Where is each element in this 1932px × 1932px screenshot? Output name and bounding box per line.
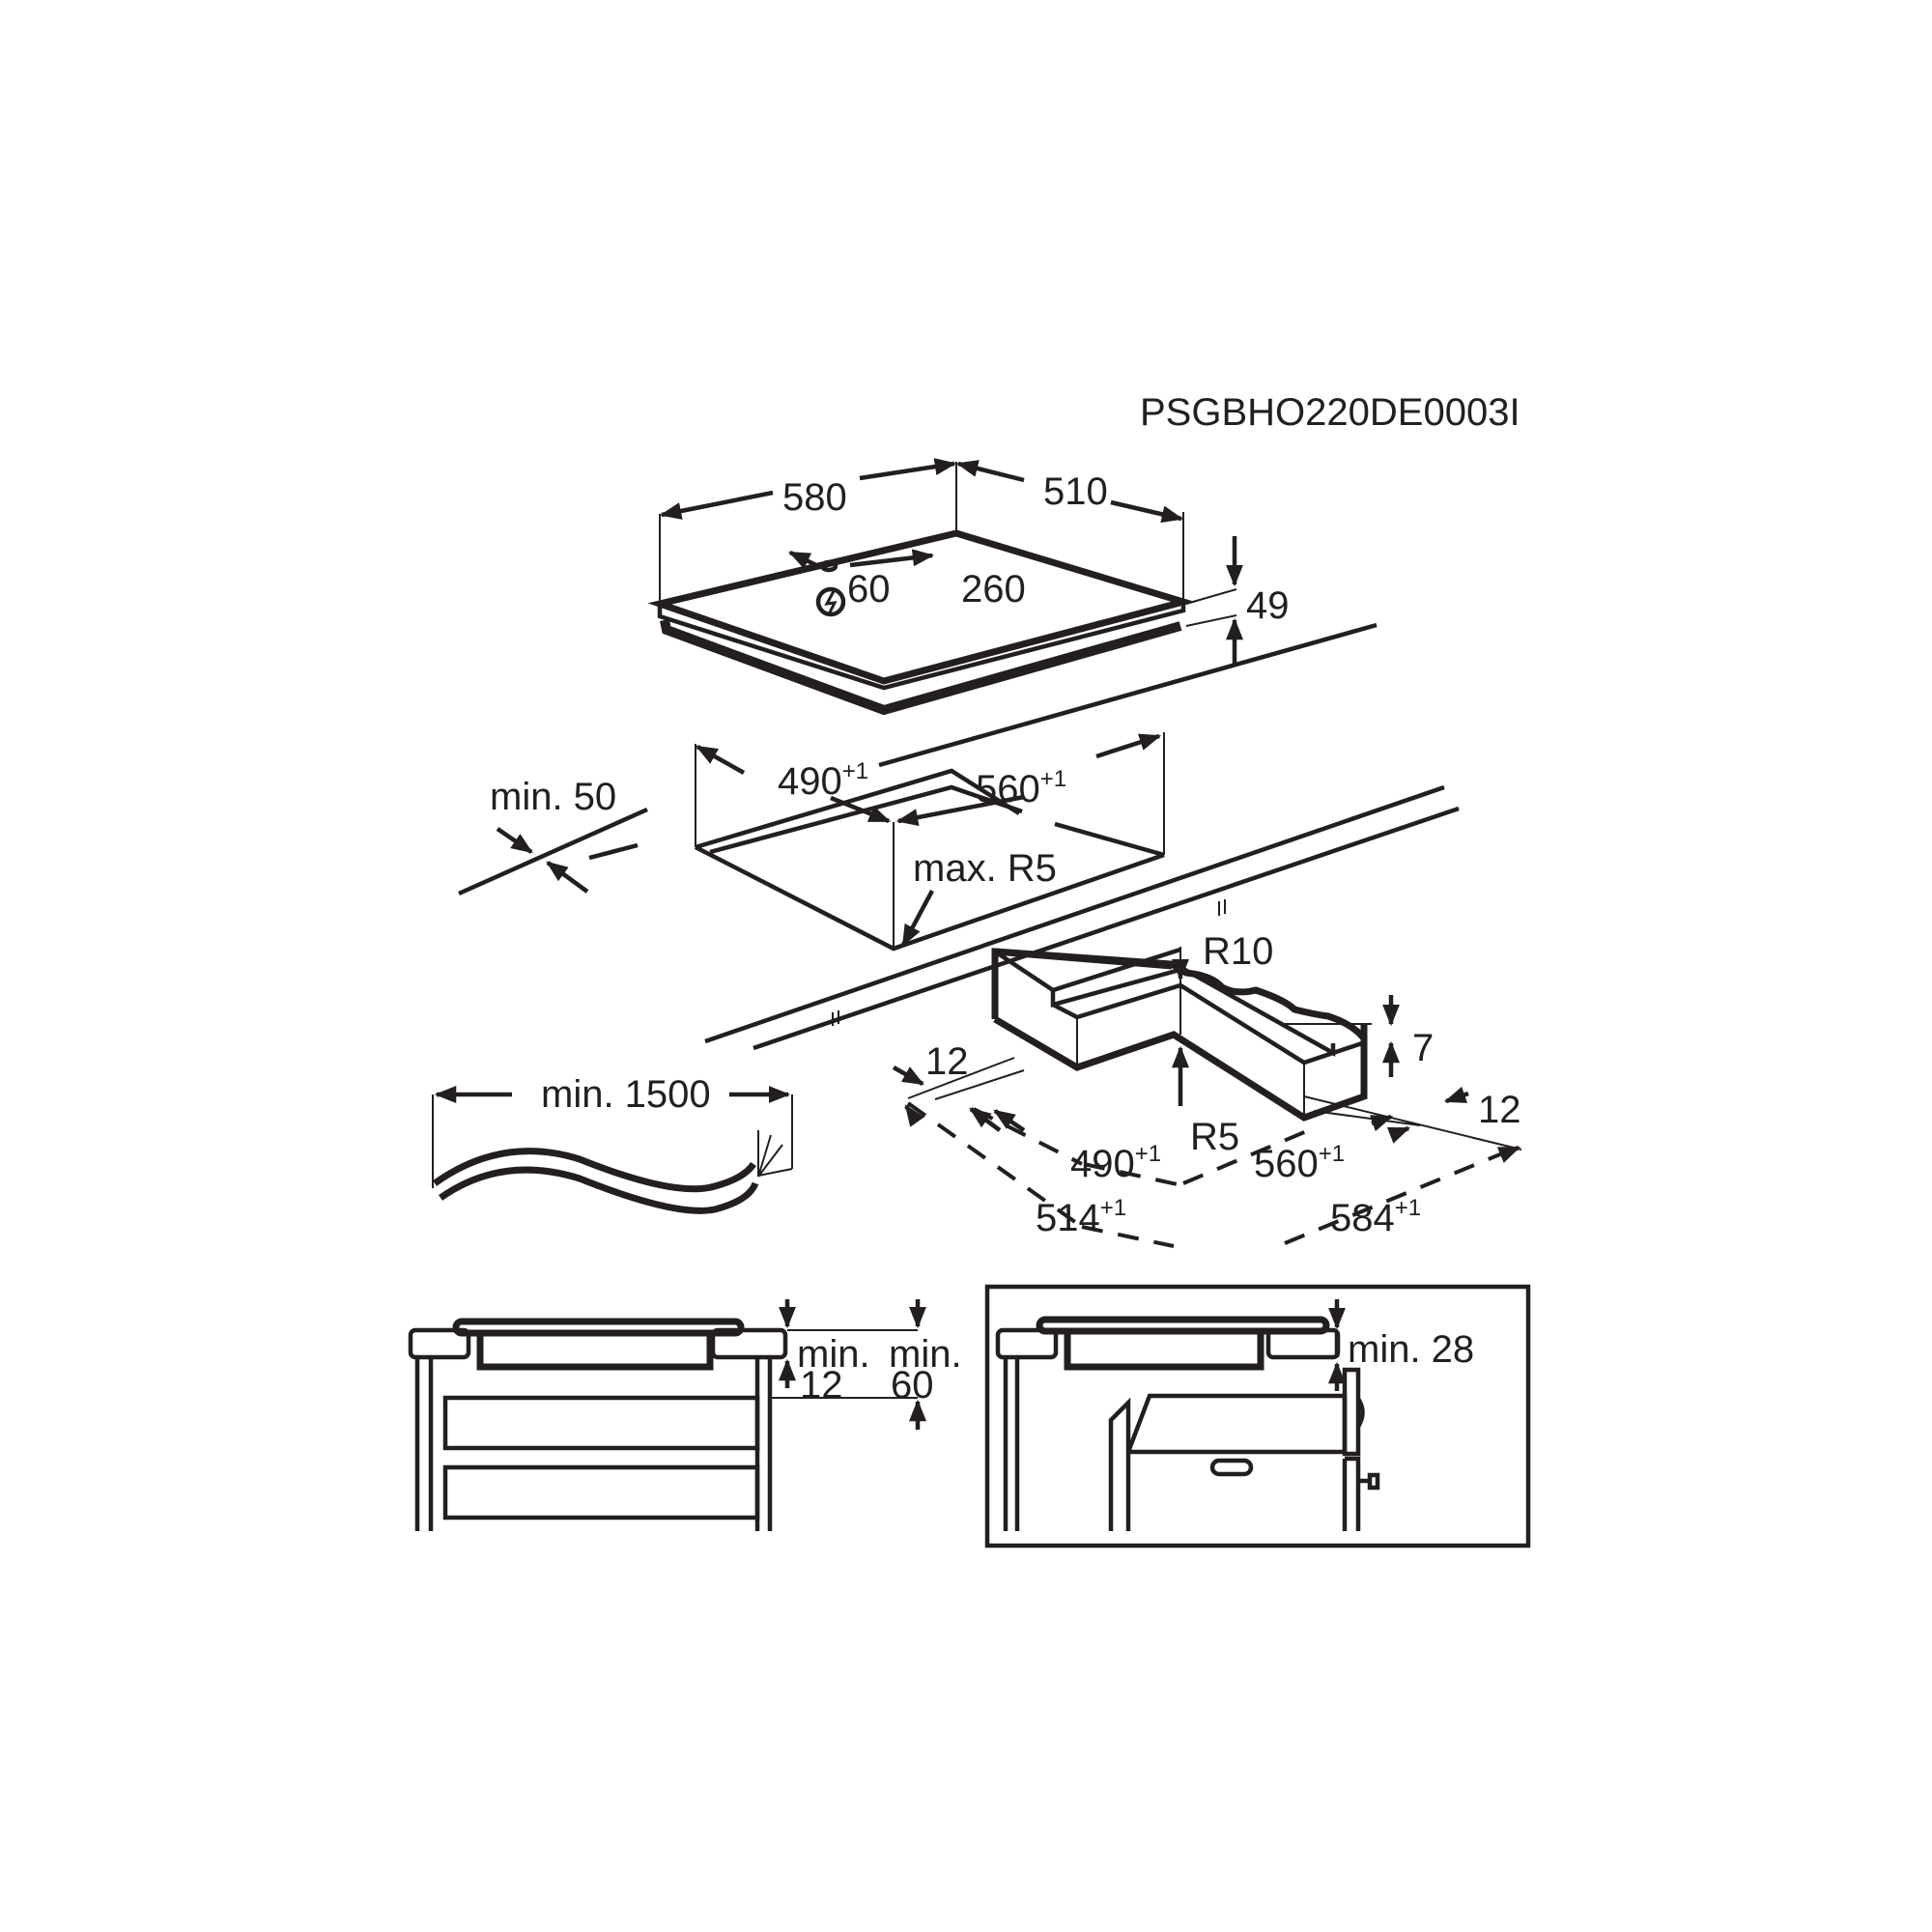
seal-right-margin-label: 12 <box>1478 1089 1521 1131</box>
seal-outer-radius-label: R10 <box>1203 930 1273 973</box>
seal-outer-depth-label: 514+1 <box>1036 1195 1126 1239</box>
hob-width-label: 580 <box>782 476 847 519</box>
drawing-code: PSGBHO220DE0003I <box>1140 391 1520 434</box>
worktop-edge <box>704 784 1460 1051</box>
cable-drawing <box>432 1086 793 1214</box>
section-drawers-drawing <box>408 1299 926 1531</box>
cable-length-label: min. 1500 <box>541 1073 711 1116</box>
seal-left-margin-label: 12 <box>925 1040 969 1083</box>
section-oven-drawing <box>984 1284 1531 1548</box>
drawer-gap-value-2: 60 <box>891 1364 934 1406</box>
seal-detail-drawing <box>892 947 1522 1248</box>
cutout-width-label: 560+1 <box>976 766 1066 810</box>
hob-drawing <box>647 458 1243 716</box>
hob-depth-label: 510 <box>1043 470 1108 513</box>
cutout-drawing <box>458 622 1378 952</box>
seal-inner-depth-label: 490+1 <box>1070 1141 1161 1185</box>
seal-inner-radius-label: R5 <box>1190 1116 1239 1158</box>
min-front-distance-label: min. 50 <box>490 776 616 818</box>
cutout-depth-label: 490+1 <box>778 758 868 803</box>
cable-offset-right-label: 260 <box>961 568 1026 611</box>
seal-thickness-label: 7 <box>1412 1027 1434 1069</box>
cable-offset-left-label: 60 <box>847 568 891 611</box>
oven-gap-label: min. 28 <box>1348 1328 1474 1371</box>
corner-radius-label: max. R5 <box>913 847 1057 890</box>
seal-outer-width-label: 584+1 <box>1330 1195 1421 1239</box>
electric-symbol-icon <box>815 586 846 617</box>
drawer-gap-label-2: min. <box>889 1333 962 1376</box>
seal-inner-width-label: 560+1 <box>1254 1141 1345 1185</box>
hob-height-label: 49 <box>1246 584 1290 627</box>
drawer-gap-value-1: 12 <box>800 1364 843 1406</box>
drawer-gap-label-1: min. <box>797 1333 870 1376</box>
